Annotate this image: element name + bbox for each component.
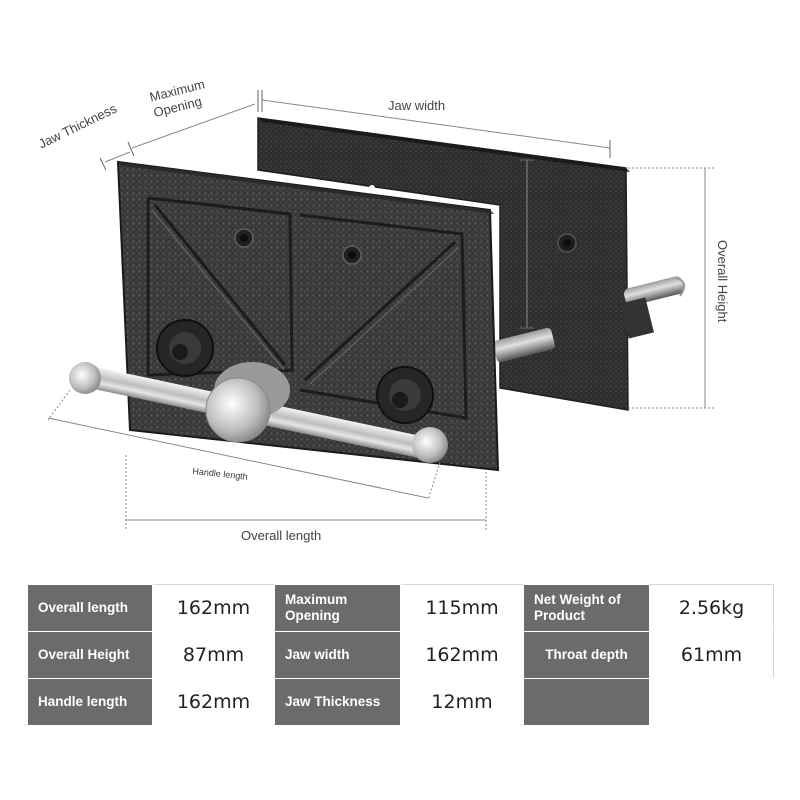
throat-depth-label: Throat depth xyxy=(539,254,549,306)
spec-key: Jaw Thickness xyxy=(274,678,401,726)
product-diagram: Jaw Thickness Maximum Opening Jaw width … xyxy=(36,76,730,543)
table-row: Overall Height 87mm Jaw width 162mm Thro… xyxy=(27,631,774,679)
overall-height-label: Overall Height xyxy=(715,240,730,323)
spec-key: Net Weight of Product xyxy=(523,584,650,632)
wood-vise-illustration xyxy=(47,90,716,530)
spec-key: Handle length xyxy=(27,678,153,726)
table-row: Overall length 162mm Maximum Opening 115… xyxy=(27,584,774,632)
spec-key: Maximum Opening xyxy=(274,584,401,632)
spec-value: 12mm xyxy=(400,678,524,726)
spec-value: 61mm xyxy=(649,631,774,679)
spec-value: 162mm xyxy=(152,584,275,632)
spec-value-empty xyxy=(649,678,774,726)
spec-value: 162mm xyxy=(152,678,275,726)
spec-key: Jaw width xyxy=(274,631,401,679)
spec-key: Overall Height xyxy=(27,631,153,679)
spec-value: 115mm xyxy=(400,584,524,632)
spec-key: Throat depth xyxy=(523,631,650,679)
specs-table: Overall length 162mm Maximum Opening 115… xyxy=(27,584,774,726)
overall-length-label: Overall length xyxy=(241,528,322,543)
table-row: Handle length 162mm Jaw Thickness 12mm xyxy=(27,678,774,726)
jaw-width-label: Jaw width xyxy=(388,98,446,113)
spec-value: 2.56kg xyxy=(649,584,774,632)
spec-value: 87mm xyxy=(152,631,275,679)
spec-value: 162mm xyxy=(400,631,524,679)
spec-key-empty xyxy=(523,678,650,726)
spec-key: Overall length xyxy=(27,584,153,632)
